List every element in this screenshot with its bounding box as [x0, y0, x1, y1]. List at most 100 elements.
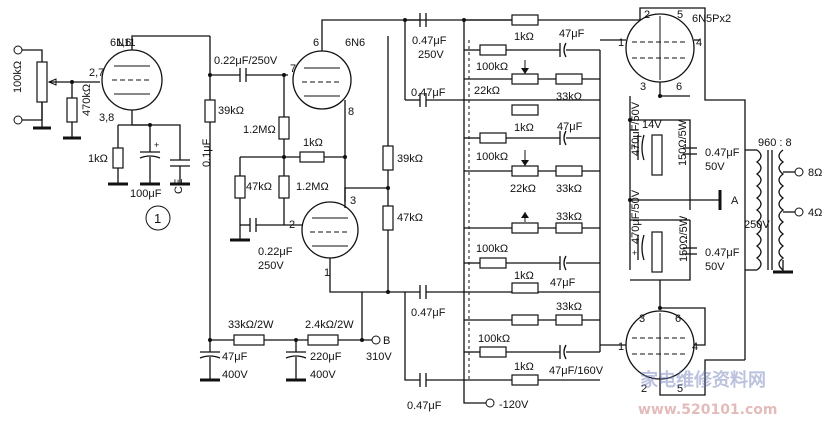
tap-8-terminal	[794, 167, 804, 177]
r-33k-b	[555, 165, 583, 177]
input-jack-bottom	[13, 115, 23, 125]
svg-text:+: +	[154, 140, 159, 150]
tap-4-terminal	[794, 207, 804, 217]
r-33k-c	[555, 222, 583, 234]
r-33k-c-label: 33kΩ	[556, 211, 582, 223]
c-047-top-volt-label: 250V	[418, 49, 444, 61]
tube-v1-pin-cath: 3,8	[99, 112, 114, 124]
tube-v5-pin-c2: 5	[677, 383, 683, 395]
pot-22k-a	[511, 73, 539, 85]
cathode-resistor-1k	[112, 147, 124, 169]
r-39k-b-label: 39kΩ	[397, 153, 423, 165]
r-1k-mid	[299, 151, 325, 163]
r-22k-b-label: 22kΩ	[510, 183, 536, 195]
c-47u-160-label: 47μF/160V	[549, 365, 604, 377]
tube-v3-pin-plate: 3	[350, 195, 356, 207]
r-33k-d	[555, 314, 583, 326]
r-33k-a-label: 33kΩ	[556, 91, 582, 103]
c-220u-label: 220μF	[310, 351, 342, 363]
r-100k-b	[479, 132, 507, 144]
tube-v3-pin-cath: 1	[324, 267, 330, 279]
tube-v1-name: 6N11	[110, 37, 135, 49]
c-470-a-label: 470μF/50V	[630, 101, 642, 156]
r-33k-b-label: 33kΩ	[556, 183, 582, 195]
tube-v3	[301, 201, 359, 259]
r-150-a-label: 150Ω/5W	[677, 119, 689, 166]
tube-v1-pin-grid: 2,7	[89, 67, 104, 79]
c-047-c-label: 0.47μF	[411, 307, 446, 319]
tube-v1-pin-top: 1,6	[116, 37, 131, 49]
pot-33k-d	[511, 314, 539, 326]
driver-stage: 39kΩ 0.22μF/250V 7 1.2MΩ 1.2MΩ 1kΩ 47kΩ …	[204, 19, 640, 340]
bias-network: 0.47μF 0.47μF 250V 0.47μF 0.47μF -120V 1…	[400, 13, 604, 412]
r-1k-d	[511, 374, 539, 386]
input-jack-top	[13, 45, 23, 55]
r-12m-a-label: 1.2MΩ	[243, 124, 276, 136]
r-100k-a	[479, 44, 507, 56]
tube-v4-pin-a: 2	[644, 9, 650, 21]
r-12m-a	[278, 116, 290, 140]
r-100k-b-label: 100kΩ	[476, 151, 508, 163]
r-1k-top-label: 1kΩ	[514, 31, 534, 43]
tube-v4-name: 6N5Px2	[692, 13, 731, 25]
pot-33k-c	[511, 222, 539, 234]
c-220u-volt-label: 400V	[310, 369, 336, 381]
tube-v4-pin-c2: 6	[676, 81, 682, 93]
transformer-ratio: 960 : 8	[758, 137, 792, 149]
r-22k-a-label: 22kΩ	[474, 85, 500, 97]
pot-label: 100kΩ	[12, 61, 24, 93]
r-1k-d-label: 1kΩ	[514, 361, 534, 373]
watermark-title: 家电维修资料网	[640, 369, 766, 391]
r-39k-a-label: 39kΩ	[218, 105, 244, 117]
ce-label: CE	[173, 179, 185, 194]
r-100k-c-label: 100kΩ	[476, 243, 508, 255]
c-01u-label: 0.1μF	[201, 138, 213, 167]
c-470-b-label: 470μF/50V	[630, 189, 642, 244]
node-a-label: A	[731, 195, 739, 207]
watermark: 家电维修资料网 www.520101.com	[638, 369, 778, 418]
r-1k-b-label: 1kΩ	[514, 122, 534, 134]
c-047-top-label: 0.47μF	[412, 35, 447, 47]
figure-number-circle	[145, 205, 171, 231]
r-1k-b	[511, 104, 539, 116]
input-volume-pot	[36, 61, 48, 103]
c-022-250-label: 0.22μF/250V	[214, 55, 278, 67]
c-47u-400-label: 47μF	[222, 351, 248, 363]
tap-4-label: 4Ω	[808, 207, 822, 219]
tube-v4-pin-c1: 3	[640, 81, 646, 93]
r-47k-b-label: 47kΩ	[397, 212, 423, 224]
c-047-50-b-volt-label: 50V	[705, 261, 725, 273]
tube-v5-pin-g1: 1	[618, 341, 624, 353]
tube-v5-pin-b: 6	[675, 313, 681, 325]
tube-v5-pin-g2: 4	[692, 341, 698, 353]
tube-v4-pin-g2: 4	[696, 37, 702, 49]
node-b-label: B	[383, 335, 390, 347]
r-47k-a-label: 47kΩ	[246, 181, 272, 193]
r-33k-2w	[233, 334, 265, 346]
r-33k-a	[555, 73, 583, 85]
node-b-terminal	[371, 335, 381, 345]
r-12m-b	[278, 175, 290, 199]
c-047-d-label: 0.47μF	[407, 400, 442, 412]
r-33k-d-label: 33kΩ	[556, 301, 582, 313]
c-100u-label: 100μF	[130, 188, 162, 200]
node-a-voltage: 250V	[744, 219, 770, 231]
c-47u-b-label: 47μF	[557, 121, 583, 133]
r-39k-b	[382, 145, 394, 171]
tube-v2-pin-cath: 8	[348, 106, 354, 118]
watermark-url: www.520101.com	[638, 402, 778, 418]
tube-v2-name: 6N6	[345, 37, 365, 49]
r-150-a	[651, 134, 663, 176]
transformer-secondary	[778, 149, 785, 271]
r-100k-d-label: 100kΩ	[478, 333, 510, 345]
c-47u-c-label: 47μF	[550, 277, 576, 289]
tap-8-label: 8Ω	[808, 167, 822, 179]
c-047-50-b-label: 0.47μF	[705, 247, 740, 259]
c-047-50-a-volt-label: 50V	[705, 161, 725, 173]
c-047-b-label: 0.47μF	[411, 87, 446, 99]
r-1k-top	[511, 14, 539, 26]
figure-number: 1	[154, 211, 161, 226]
tube-v4-pin-b: 5	[677, 9, 683, 21]
tube-v2-pin-plate: 6	[313, 37, 319, 49]
